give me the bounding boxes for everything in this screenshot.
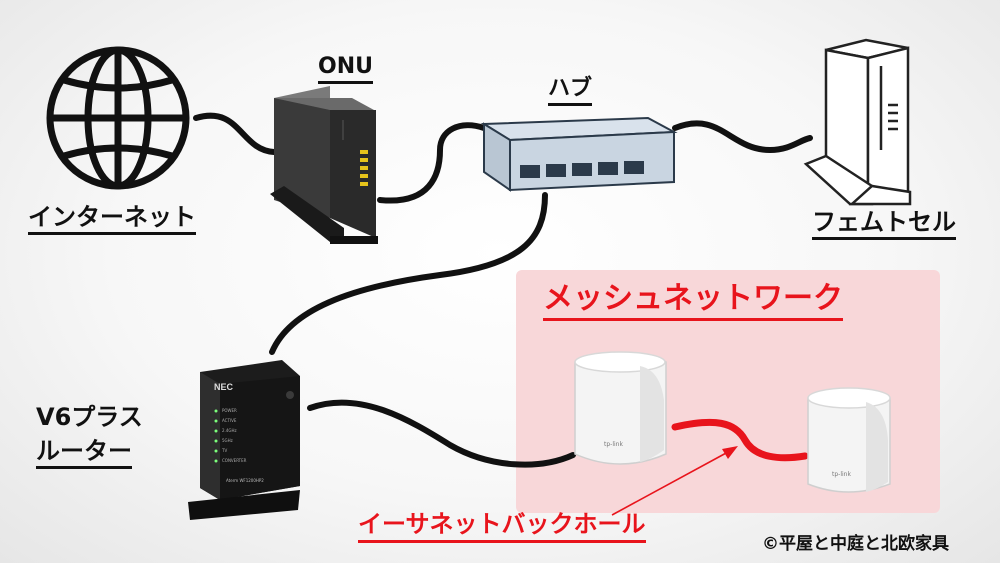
femtocell-label: フェムトセル [812, 210, 956, 240]
router-led-label: CONVERTER [222, 458, 247, 463]
backhaul-arrow-head [722, 446, 738, 459]
cable-ethernet-backhaul [671, 418, 809, 462]
mesh-unit-1: tp-link [574, 351, 667, 465]
cable-onu-hub [377, 122, 487, 204]
femtocell-device [803, 38, 912, 206]
onu-device [270, 86, 378, 244]
router-led-label: ACTIVE [222, 418, 237, 423]
internet-label: インターネット [28, 205, 196, 235]
onu-label: ONU [318, 56, 373, 84]
cable-hub-router [269, 192, 548, 355]
cable-hub-femtocell [672, 120, 813, 154]
ethernet-backhaul-label: イーサネットバックホール [358, 512, 646, 543]
cable-router-mesh [307, 399, 576, 468]
mesh-brand: tp-link [832, 471, 851, 478]
mesh-brand: tp-link [604, 441, 623, 448]
mesh-unit-2: tp-link [807, 387, 891, 493]
hub-device [480, 116, 678, 192]
copyright-text: ©平屋と中庭と北欧家具 [762, 534, 949, 554]
router-model: Aterm WF1200HP2 [226, 478, 264, 483]
router-brand: NEC [214, 382, 234, 392]
router-label-line2: ルーター [36, 439, 132, 469]
globe-icon [46, 46, 190, 190]
router-led-label: POWER [222, 408, 237, 413]
router-led-label: 5GHz [222, 438, 233, 443]
router-label-line1: V6プラス [36, 403, 143, 431]
router-device: NEC POWER ACTIVE 2.4GHz 5GHz TV CONVERTE… [188, 360, 300, 520]
cable-internet-onu [193, 112, 277, 155]
hub-label: ハブ [548, 78, 593, 106]
router-led-label: TV [221, 448, 227, 453]
backhaul-arrow-line [611, 451, 729, 516]
router-led-label: 2.4GHz [222, 428, 237, 433]
mesh-network-label: メッシュネットワーク [543, 284, 843, 321]
